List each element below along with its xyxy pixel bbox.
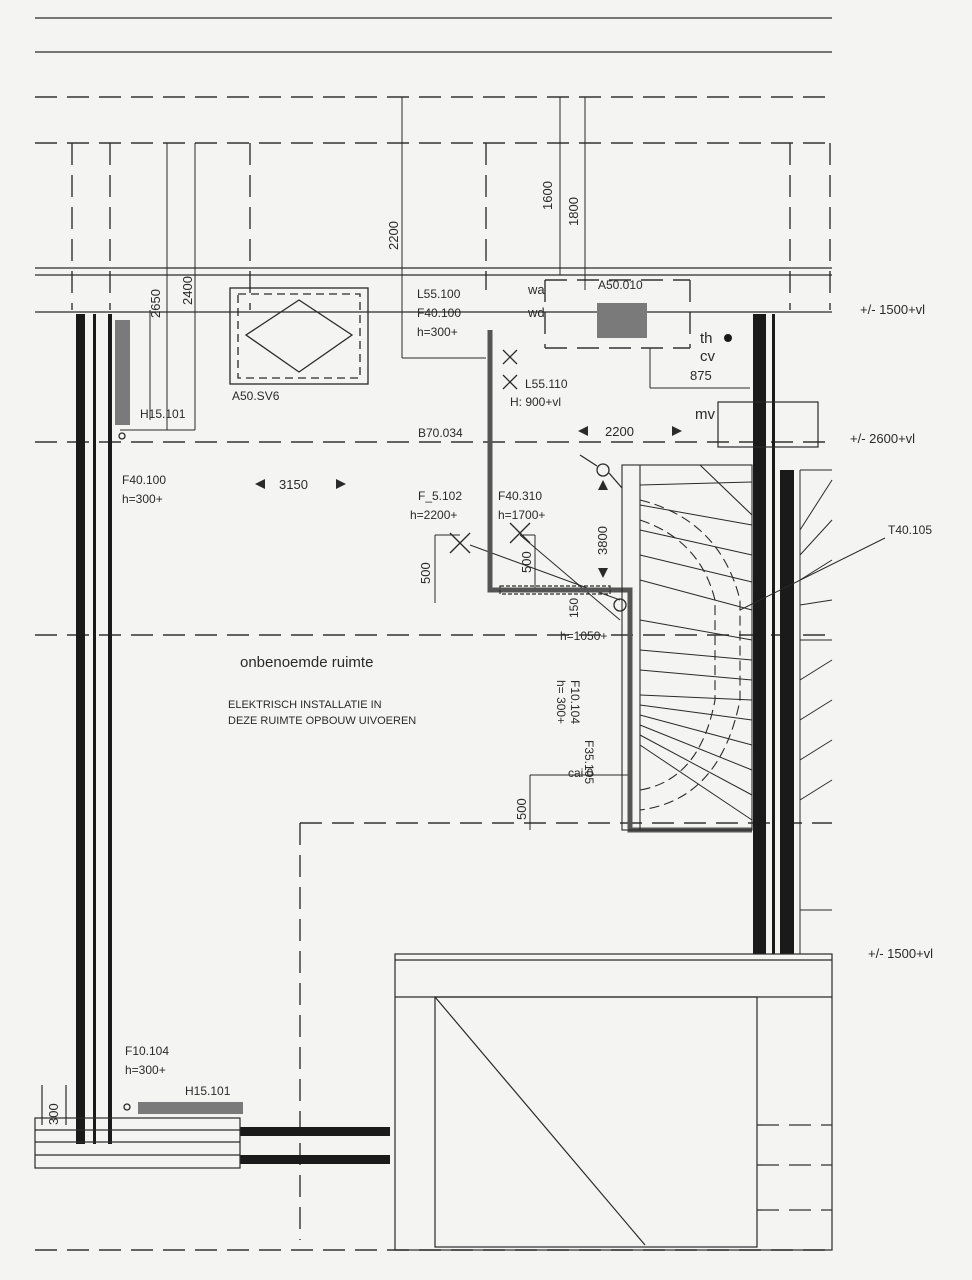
window-frame-bottom	[34, 1085, 241, 1169]
level-labels: +/- 1500+vl +/- 2600+vl +/- 1500+vl	[850, 302, 933, 961]
code-h15-101-top: H15.101	[140, 407, 186, 421]
label-wd: wd	[527, 305, 545, 320]
code-h300-bottom: h=300+	[125, 1063, 166, 1077]
dim-3800: 3800	[595, 526, 610, 555]
threshold	[499, 585, 611, 595]
thermostat-icon	[724, 334, 732, 342]
dim-2200-vertical: 2200	[386, 221, 401, 250]
ridge-lines	[35, 267, 832, 313]
code-a50-sv6: A50.SV6	[232, 389, 280, 403]
bottom-structure	[394, 953, 833, 1251]
stair-annotations: F35.105 F10.104 h= 300+ cai 0	[554, 680, 596, 784]
boiler-a50-010	[597, 303, 647, 338]
code-f40-100-top: F40.100	[417, 306, 461, 320]
code-f40-310: F40.310	[498, 489, 542, 503]
code-h1700: h=1700+	[498, 508, 545, 522]
top-lines	[35, 17, 832, 53]
dimension-arrows	[255, 426, 682, 578]
radiator-h15-bottom	[138, 1102, 243, 1114]
code-h15-101-bottom: H15.101	[185, 1084, 231, 1098]
ventilation-box	[717, 401, 819, 448]
label-cv: cv	[700, 348, 716, 365]
code-f35-105: F35.105	[582, 740, 596, 784]
code-cai0: cai 0	[568, 766, 594, 780]
installation-note-line-2: DEZE RUIMTE OPBOUW UIVOEREN	[228, 715, 416, 727]
dim-2650: 2650	[148, 289, 163, 318]
bottom-annotations: F10.104 h=300+ H15.101	[125, 1044, 231, 1098]
neighbour-stairs	[799, 469, 833, 954]
radiator-h15-top	[115, 320, 130, 425]
dim-2200-horizontal: 2200	[605, 424, 634, 439]
symbols	[118, 349, 627, 1111]
dim-500-c: 500	[514, 798, 529, 820]
code-h300-top: h=300+	[417, 325, 458, 339]
code-l55-100: L55.100	[417, 287, 461, 301]
label-wa: wa	[527, 282, 545, 297]
code-t40-105: T40.105	[888, 523, 932, 537]
dim-300: 300	[46, 1103, 61, 1125]
dim-875: 875	[690, 368, 712, 383]
bottom-wall-b	[240, 1155, 390, 1164]
dim-500-a: 500	[418, 562, 433, 584]
left-wall	[76, 314, 112, 1144]
code-h300-stair: h= 300+	[554, 680, 568, 724]
code-h1050: h=1050+	[560, 629, 607, 643]
room-name: onbenoemde ruimte	[240, 654, 373, 671]
element-codes: L55.100 F40.100 h=300+ wa wd A50.010 th …	[122, 278, 932, 643]
dim-3150: 3150	[279, 477, 308, 492]
code-h900: H: 900+vl	[510, 395, 561, 409]
code-h2200: h=2200+	[410, 508, 457, 522]
code-l55-110: L55.110	[525, 377, 568, 391]
level-2600: +/- 2600+vl	[850, 431, 915, 446]
level-1500-top: +/- 1500+vl	[860, 302, 925, 317]
code-f10-104-bottom: F10.104	[125, 1044, 169, 1058]
level-1500-bottom: +/- 1500+vl	[868, 946, 933, 961]
code-f10-104-stair: F10.104	[568, 680, 582, 724]
installation-note-line-1: ELEKTRISCH INSTALLATIE IN	[228, 699, 382, 711]
dim-1800: 1800	[566, 197, 581, 226]
right-wall	[753, 314, 794, 954]
dim-2400: 2400	[180, 276, 195, 305]
dim-150: 150	[567, 598, 581, 618]
room-annotations: onbenoemde ruimte ELEKTRISCH INSTALLATIE…	[228, 654, 416, 727]
dimension-texts: 2200 1600 1800 2650 2400 875 2200 3150 3…	[46, 181, 712, 1125]
window-a50-sv6	[229, 287, 369, 385]
dim-500-b: 500	[519, 551, 534, 573]
code-f5-102: F_5.102	[418, 489, 462, 503]
stair-treads	[639, 481, 753, 821]
dim-1600: 1600	[540, 181, 555, 210]
code-h300-left: h=300+	[122, 492, 163, 506]
dashed-lines	[35, 96, 832, 1251]
label-th: th	[700, 330, 713, 347]
code-a50-010: A50.010	[598, 278, 643, 292]
bottom-wall-a	[240, 1127, 390, 1136]
leader-t40-105	[739, 537, 886, 611]
dimension-lines	[120, 97, 750, 830]
code-b70-034: B70.034	[418, 426, 463, 440]
code-f40-100-left: F40.100	[122, 473, 166, 487]
label-mv: mv	[695, 406, 715, 423]
bottom-dashed	[757, 1124, 832, 1211]
